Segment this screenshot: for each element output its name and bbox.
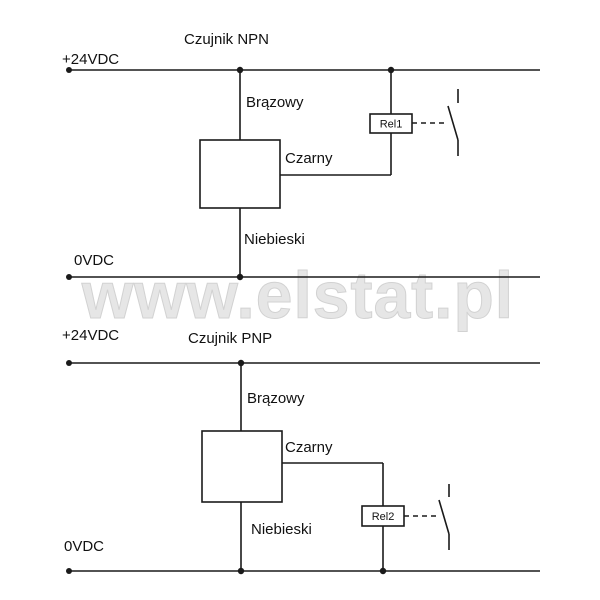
npn-brown-junction-dot xyxy=(236,66,244,74)
pnp-ground-start-dot xyxy=(66,568,72,574)
npn-ground-start-dot xyxy=(66,274,72,280)
pnp-brown-junction-dot xyxy=(237,359,245,367)
npn-black-label: Czarny xyxy=(285,150,333,167)
pnp-blue-junction-dot xyxy=(237,567,245,575)
pnp-relay-junction-dot xyxy=(379,567,387,575)
npn-supply-positive-label: +24VDC xyxy=(62,51,119,68)
npn-sensor-box xyxy=(199,139,281,209)
pnp-blue-label: Niebieski xyxy=(251,521,312,538)
npn-rail-start-dot xyxy=(66,67,72,73)
pnp-brown-label: Brązowy xyxy=(247,390,305,407)
pnp-relay-label: Rel2 xyxy=(372,511,395,523)
pnp-rail-start-dot xyxy=(66,360,72,366)
npn-supply-negative-label: 0VDC xyxy=(74,252,114,269)
pnp-black-label: Czarny xyxy=(285,439,333,456)
npn-blue-junction-dot xyxy=(236,273,244,281)
npn-contact-blade xyxy=(447,105,459,141)
pnp-sensor-box xyxy=(201,430,283,503)
npn-title: Czujnik NPN xyxy=(184,31,269,48)
pnp-title: Czujnik PNP xyxy=(188,330,272,347)
pnp-supply-negative-label: 0VDC xyxy=(64,538,104,555)
npn-relay-junction-dot xyxy=(387,66,395,74)
npn-blue-label: Niebieski xyxy=(244,231,305,248)
pnp-contact-blade xyxy=(438,499,450,535)
npn-brown-label: Brązowy xyxy=(246,94,304,111)
npn-relay-label: Rel1 xyxy=(380,119,403,131)
pnp-supply-positive-label: +24VDC xyxy=(62,327,119,344)
watermark: www.elstat.pl xyxy=(81,258,514,332)
